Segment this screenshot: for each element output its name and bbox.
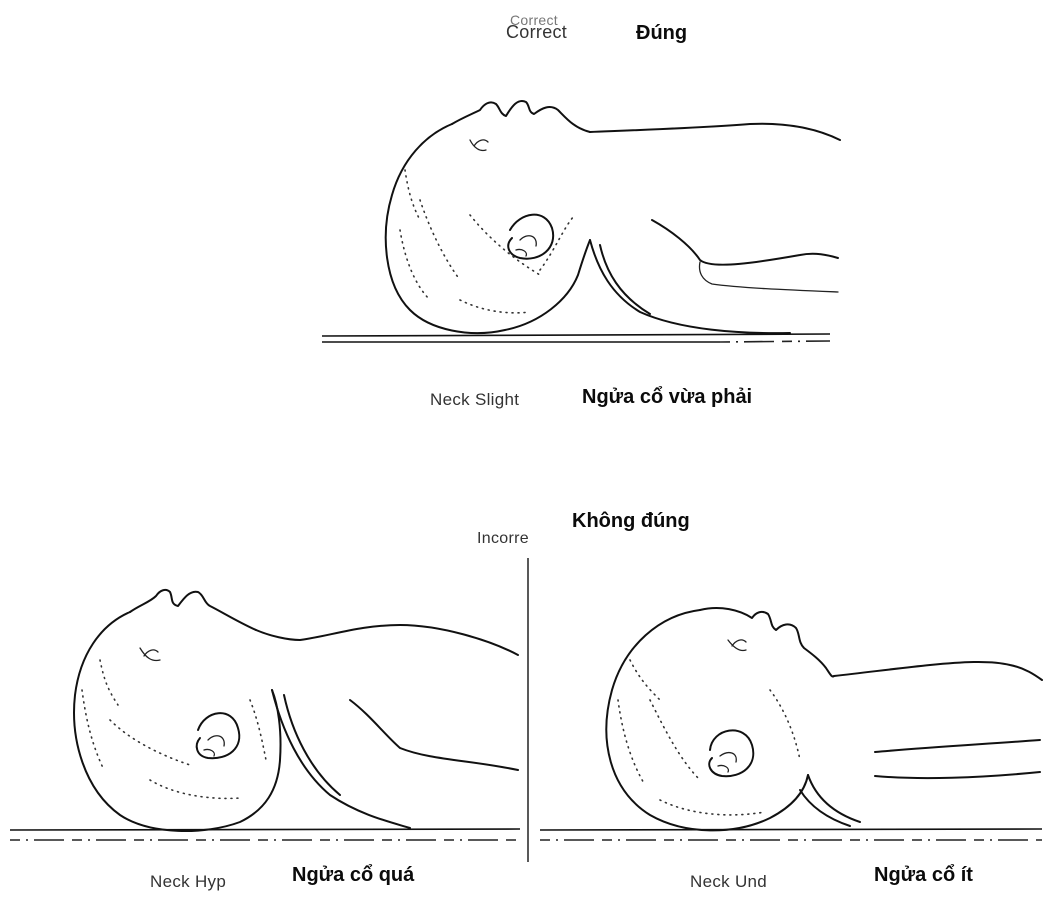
incorrect-label-en: Incorre: [477, 530, 529, 548]
incorrect-label-vi: Không đúng: [572, 510, 690, 533]
infant-correct-position: [322, 101, 840, 342]
infant-hyperextended-position: [10, 590, 520, 840]
neck-slight-caption-en: Neck Slight: [430, 390, 519, 410]
neck-slight-caption-vi: Ngửa cổ vừa phải: [582, 386, 752, 409]
correct-label-en: Correct: [506, 22, 567, 43]
neck-under-caption-vi: Ngửa cổ ít: [874, 864, 973, 887]
infant-underextended-position: [540, 608, 1042, 840]
neck-under-caption-en: Neck Und: [690, 872, 767, 892]
correct-label-vi: Đúng: [636, 22, 687, 45]
neck-hyper-caption-en: Neck Hyp: [150, 872, 226, 892]
neck-hyper-caption-vi: Ngửa cổ quá: [292, 864, 414, 887]
